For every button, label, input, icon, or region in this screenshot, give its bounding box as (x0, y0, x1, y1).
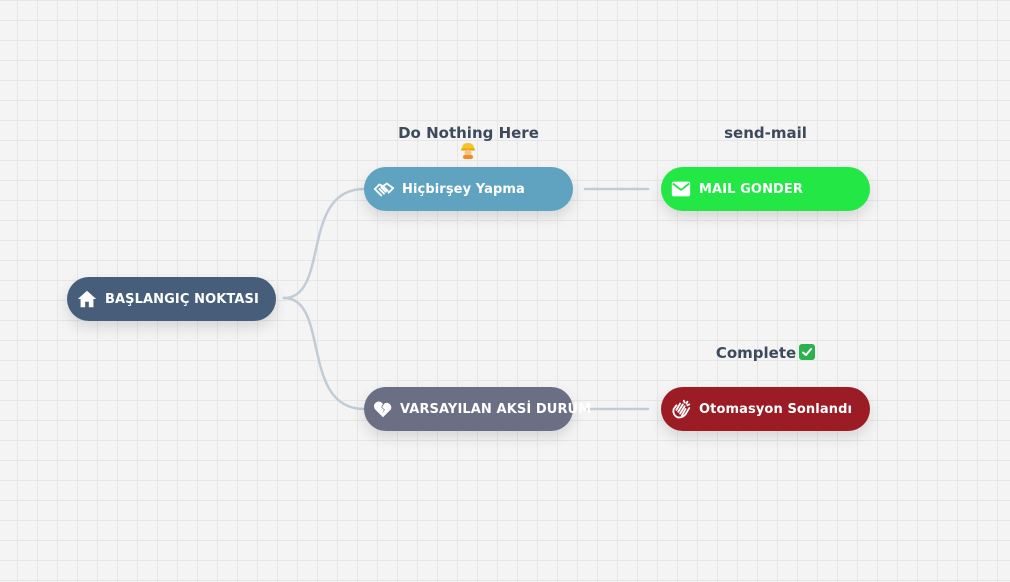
caption-send-mail: send-mail (661, 124, 870, 142)
node-start-label: BAŞLANGIÇ NOKTASI (105, 291, 259, 307)
caption-send-mail-text: send-mail (724, 124, 807, 142)
broken-heart-icon (372, 397, 394, 421)
node-default-else[interactable]: VARSAYILAN AKSİ DURUM (364, 387, 591, 431)
edge-start-to-nothing (282, 187, 366, 300)
node-send-mail-label: MAIL GONDER (699, 181, 804, 197)
node-automation-ended[interactable]: Otomasyon Sonlandı (661, 387, 870, 431)
construction-worker-emoji (461, 143, 475, 159)
check-mark-emoji (799, 344, 816, 360)
caption-complete-text: Complete (715, 344, 797, 362)
node-start[interactable]: BAŞLANGIÇ NOKTASI (67, 277, 276, 321)
handshake-icon (372, 177, 396, 201)
envelope-icon (669, 177, 693, 201)
home-icon (75, 287, 99, 311)
caption-complete: Complete (661, 344, 870, 362)
node-do-nothing-label: Hiçbirşey Yapma (402, 181, 525, 197)
clapping-hands-icon (669, 397, 693, 421)
node-automation-ended-label: Otomasyon Sonlandı (699, 401, 853, 417)
caption-do-nothing: Do Nothing Here (364, 124, 573, 142)
node-do-nothing[interactable]: Hiçbirşey Yapma (364, 167, 573, 211)
edge-start-to-default (282, 296, 366, 411)
caption-do-nothing-text: Do Nothing Here (398, 124, 539, 142)
node-default-else-label: VARSAYILAN AKSİ DURUM (400, 401, 592, 417)
node-send-mail[interactable]: MAIL GONDER (661, 167, 870, 211)
